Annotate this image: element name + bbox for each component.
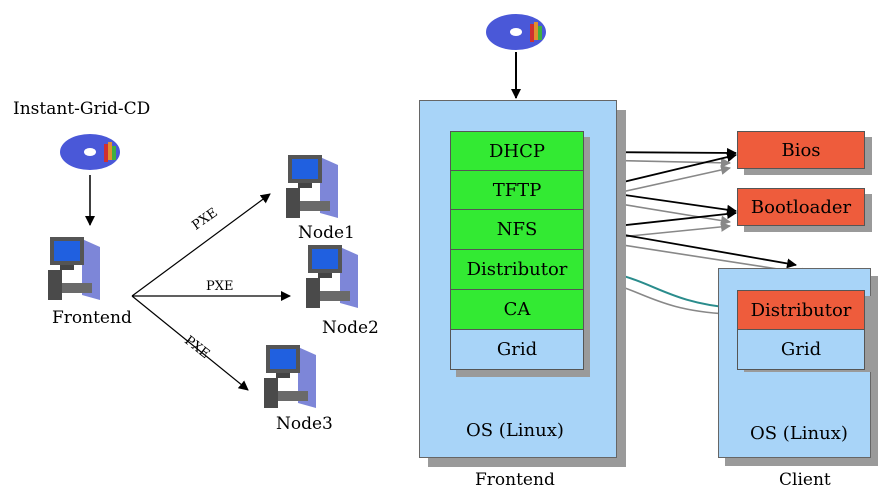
service-grid: Grid xyxy=(450,329,584,370)
client-grid: Grid xyxy=(737,329,865,370)
client-os-label: OS (Linux) xyxy=(750,423,848,444)
frontend-computer-icon xyxy=(48,237,100,300)
cd-icon xyxy=(60,134,120,170)
service-nfs: NFS xyxy=(450,209,584,250)
node1-label: Node1 xyxy=(298,223,355,243)
top-cd-icon xyxy=(486,14,546,50)
node3-computer-icon xyxy=(264,345,316,408)
pxe-arrow-node1 xyxy=(131,193,271,297)
frontend-panel-caption: Frontend xyxy=(475,470,555,490)
bios-box: Bios xyxy=(737,131,865,169)
service-tftp: TFTP xyxy=(450,170,584,210)
bootloader-box: Bootloader xyxy=(737,188,865,226)
pxe-arrow-node3 xyxy=(131,295,249,391)
service-distributor: Distributor xyxy=(450,249,584,290)
client-distributor: Distributor xyxy=(737,290,865,330)
node3-label: Node3 xyxy=(276,414,333,434)
service-ca: CA xyxy=(450,289,584,330)
node2-label: Node2 xyxy=(322,318,379,338)
client-panel-caption: Client xyxy=(779,470,831,490)
service-dhcp: DHCP xyxy=(450,131,584,171)
frontend-os-label: OS (Linux) xyxy=(466,420,564,441)
node2-computer-icon xyxy=(306,245,358,308)
node1-computer-icon xyxy=(286,155,338,218)
frontend-label: Frontend xyxy=(52,308,132,328)
cd-label: Instant-Grid-CD xyxy=(13,99,151,119)
pxe-label-2: PXE xyxy=(206,279,234,294)
